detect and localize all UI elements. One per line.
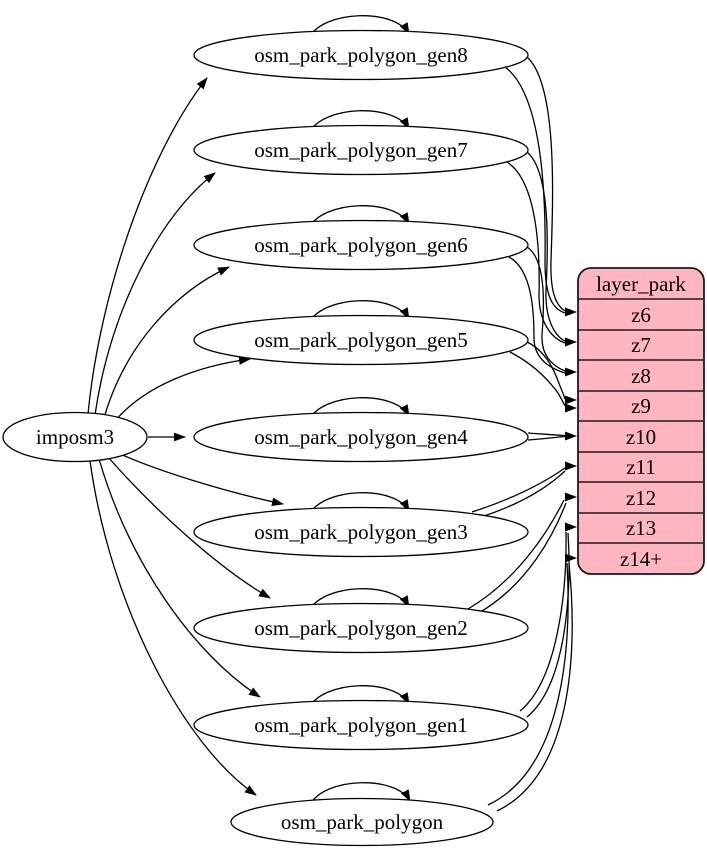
node-osm-park-polygon-gen3 [193, 506, 529, 558]
edge-imposm3-gen8 [87, 77, 208, 415]
node-osm-park-polygon-gen5 [193, 314, 529, 366]
node-osm-park-polygon-gen6 [193, 219, 529, 271]
edge-gen1-z13-a [519, 531, 567, 712]
arrowhead-z13 [565, 522, 577, 532]
edge-imposm3-gen5 [113, 356, 251, 423]
arrowhead-z6 [565, 307, 577, 317]
edge-gen8-z6-b [504, 66, 566, 314]
arrowhead-z11 [565, 461, 577, 471]
node-gen2-label: osm_park_polygon_gen2 [254, 616, 467, 640]
self-loop-gen6 [308, 205, 410, 229]
self-loop-polygon [309, 782, 411, 806]
edge-polygon-z14-a [487, 562, 569, 806]
node-osm-park-polygon [230, 797, 494, 847]
node-gen8-label: osm_park_polygon_gen8 [254, 43, 467, 67]
edge-imposm3-polygon [89, 460, 257, 796]
layer-table-title: layer_park [596, 272, 686, 296]
edge-gen1-z13-b [526, 532, 570, 718]
row-z13: z13 [626, 516, 656, 540]
node-osm-park-polygon-gen2 [193, 602, 529, 654]
edge-gen4-z10-a [527, 432, 566, 437]
layer-table-separators [578, 298, 704, 544]
self-loop-gen4 [308, 397, 410, 421]
edge-gen6-z8-a [526, 246, 566, 372]
arrowhead-z12 [565, 492, 577, 502]
node-gen4-label: osm_park_polygon_gen4 [254, 425, 468, 449]
self-loop-gen2 [308, 588, 410, 612]
arrowhead-z14 [565, 553, 577, 563]
edge-gen2-z12-b [476, 502, 567, 615]
edge-imposm3-gen6 [103, 266, 230, 419]
edge-gen6-z8-b [508, 256, 566, 374]
row-z12: z12 [626, 486, 656, 510]
edge-imposm3-gen3 [117, 452, 284, 507]
edge-gen2-z12-a [467, 499, 565, 610]
node-gen1-label: osm_park_polygon_gen1 [254, 713, 467, 737]
node-osm-park-polygon-gen8 [193, 29, 529, 81]
edge-imposm3-gen1 [98, 458, 261, 698]
row-z10: z10 [626, 425, 656, 449]
node-polygon-label: osm_park_polygon [281, 810, 444, 834]
self-loop-gen1 [308, 685, 410, 709]
edge-gen3-z11-b [480, 470, 566, 518]
row-z14: z14+ [620, 547, 662, 571]
row-z7: z7 [631, 333, 651, 357]
node-imposm3-label: imposm3 [36, 425, 114, 449]
node-imposm3 [2, 411, 148, 463]
edge-gen5-z9-a [526, 341, 566, 400]
self-loop-edges [308, 15, 411, 806]
arrowhead-z9-lower [565, 403, 577, 413]
node-gen6-label: osm_park_polygon_gen6 [254, 233, 467, 257]
edge-gen3-z11-a [471, 467, 566, 513]
edge-gen4-z10-b [527, 435, 566, 441]
node-gen5-label: osm_park_polygon_gen5 [254, 328, 467, 352]
node-osm-park-polygon-gen7 [193, 124, 529, 176]
self-loop-gen3 [308, 492, 410, 516]
edge-gen7-z7-b [506, 161, 566, 344]
row-z9: z9 [631, 394, 651, 418]
edge-polygon-z14-b [496, 563, 573, 812]
edge-imposm3-gen2 [107, 456, 271, 599]
nodes: imposm3 osm_park_polygon_gen8 osm_park_p… [2, 29, 529, 847]
arrowhead-z7 [565, 337, 577, 347]
self-loop-gen8 [308, 15, 410, 39]
row-z6: z6 [631, 303, 651, 327]
edge-gen8-z6-a [526, 56, 566, 312]
self-loop-gen7 [308, 110, 410, 134]
node-osm-park-polygon-gen1 [193, 699, 529, 751]
edge-gen5-z9-b [509, 351, 566, 407]
arrowhead-z10 [565, 431, 577, 441]
node-osm-park-polygon-gen4 [193, 411, 529, 463]
edges-to-layer [467, 56, 573, 812]
node-gen3-label: osm_park_polygon_gen3 [254, 520, 467, 544]
edge-gen7-z7-a [526, 151, 566, 342]
edge-imposm3-gen7 [94, 172, 216, 416]
arrowhead-z9-upper [565, 395, 577, 405]
edges-from-imposm3 [87, 77, 284, 796]
row-z8: z8 [631, 364, 651, 388]
self-loop-gen5 [308, 300, 410, 324]
row-z11: z11 [626, 455, 656, 479]
layer-park-table: layer_park z6 z7 z8 z9 z10 z11 z12 z13 z… [577, 267, 705, 575]
layer-arrowheads [565, 307, 577, 563]
arrowhead-z8 [565, 367, 577, 377]
node-gen7-label: osm_park_polygon_gen7 [254, 138, 467, 162]
